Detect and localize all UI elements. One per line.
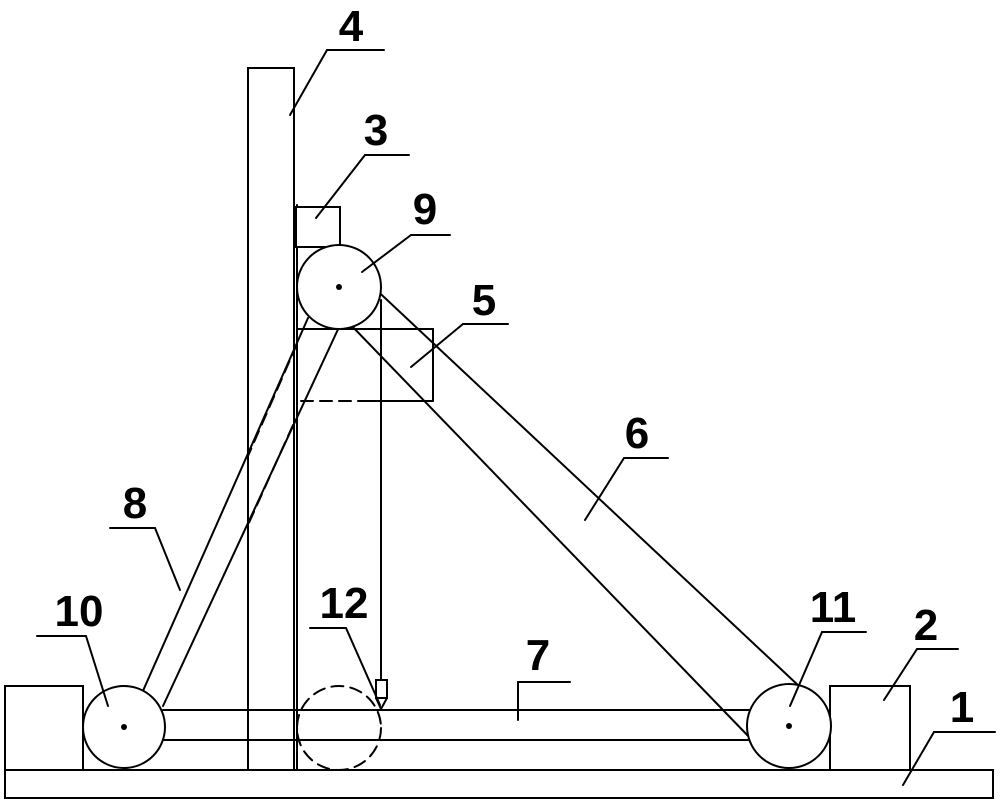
leader-11 [789,631,823,707]
label-11: 11 [810,583,857,632]
probe-tip-right [380,697,388,710]
label-4: 4 [339,2,364,51]
vertical-column [247,67,295,771]
label-9: 9 [413,185,437,234]
label-5: 5 [472,276,496,325]
rod-probe [375,679,388,699]
leader-5 [410,323,464,368]
end-block-right [829,685,911,771]
leader-10 [85,635,109,707]
label-12: 12 [320,579,369,628]
pulley-11-axle [786,723,792,729]
belt-8-inner-run-hidden [247,424,294,526]
label-1: 1 [950,683,974,732]
pulley-12-hidden [296,685,382,771]
leader-1 [902,731,935,786]
leader-3 [315,154,366,219]
leader-6 [584,457,625,521]
leader-4 [289,49,328,116]
leader-9 [361,234,412,273]
belt-8-outer-run-hidden [247,343,298,457]
leader-12 [345,627,381,706]
label-6: 6 [625,409,649,458]
label-2: 2 [914,601,938,650]
leader-2 [883,648,918,701]
belt-6-inner-run [347,321,753,741]
belt-6-outer-run [368,282,817,703]
label-3: 3 [364,106,388,155]
label-7: 7 [526,631,550,680]
top-bracket [295,206,341,248]
base-plate [4,769,994,799]
pulley-9-axle [336,284,342,290]
leader-8 [154,527,181,591]
pulley-10-axle [121,724,127,730]
end-block-left [4,685,84,771]
label-8: 8 [123,479,147,528]
label-10: 10 [55,587,104,636]
